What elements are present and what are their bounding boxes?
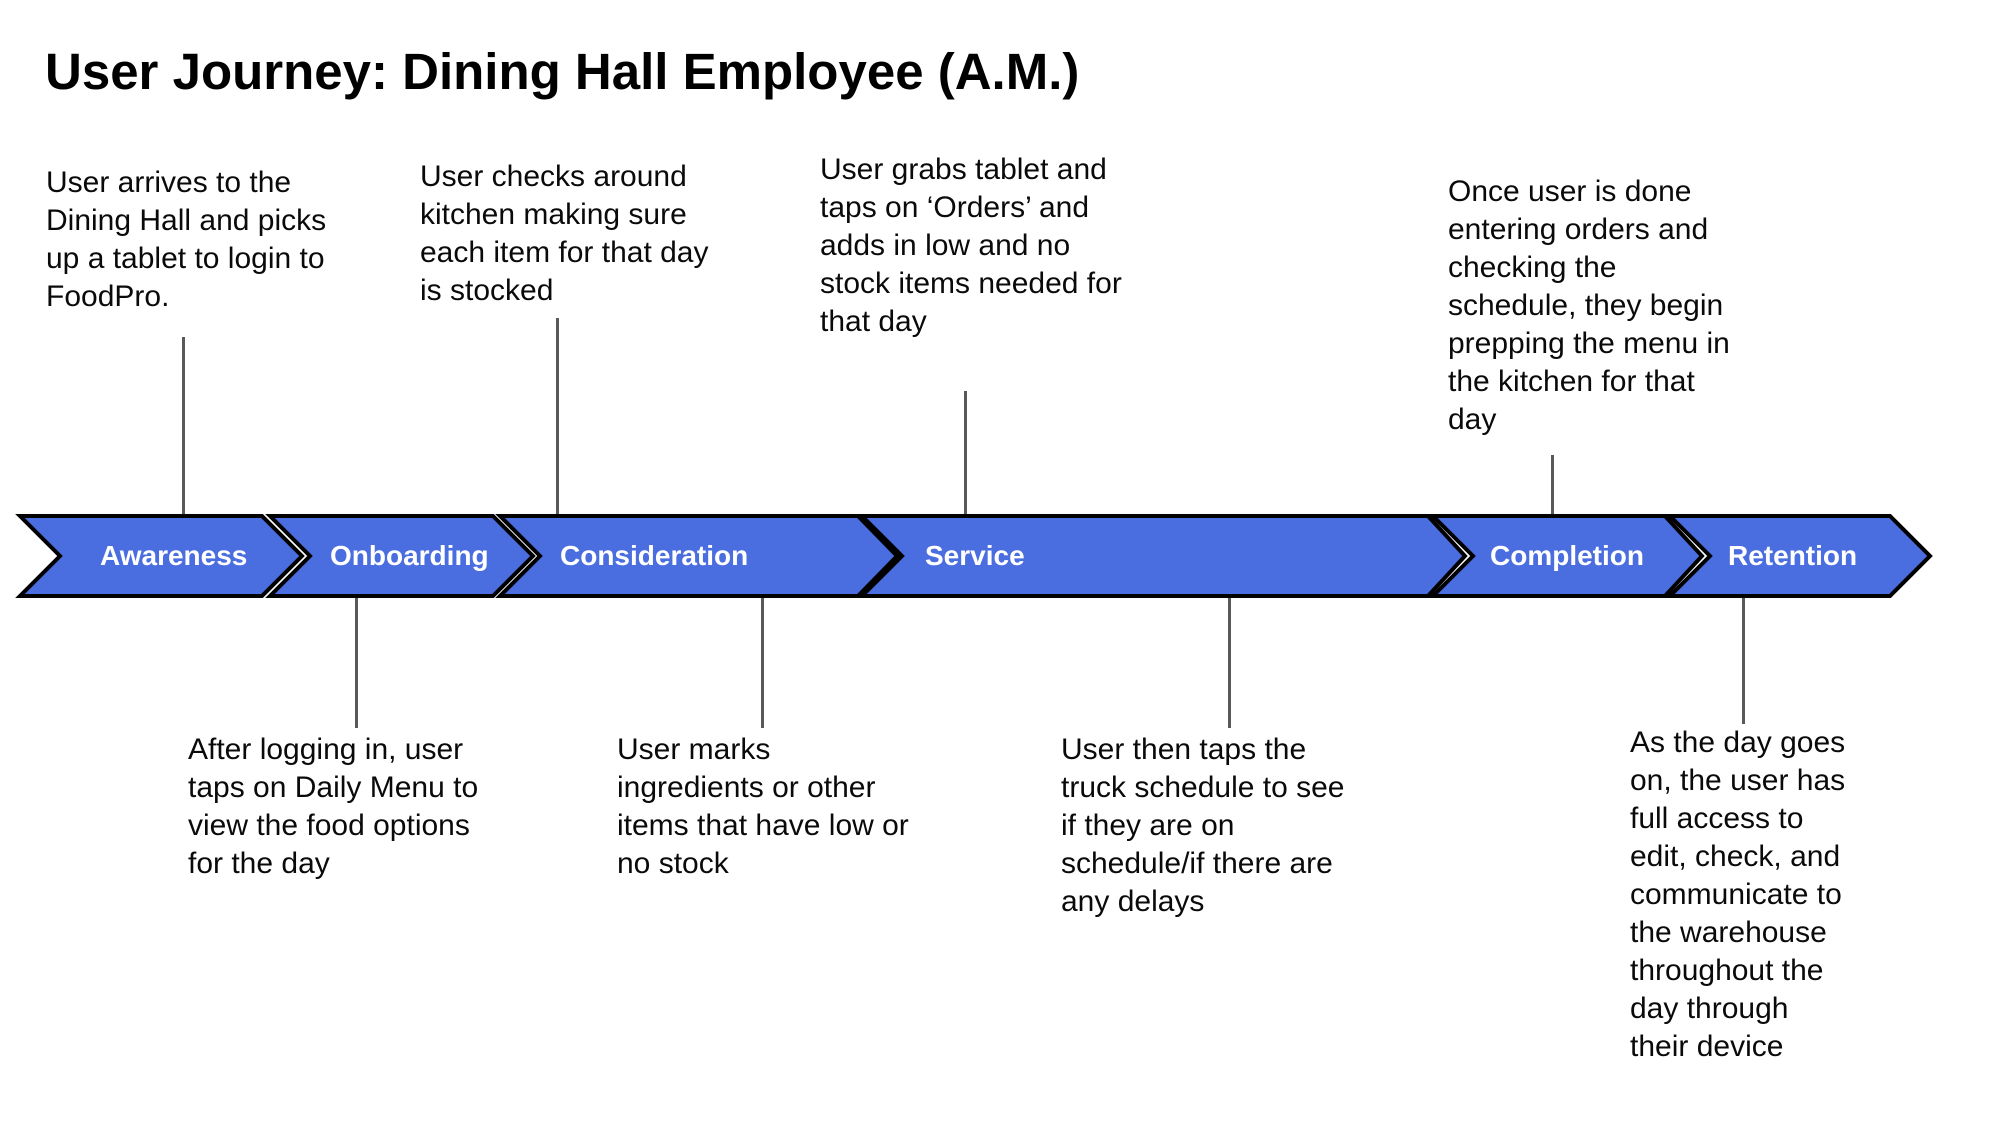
annotation-bottom-retention: As the day goes on, the user has full ac… xyxy=(1630,726,1846,1063)
stage-arrow-awareness xyxy=(15,514,305,598)
stage-label-onboarding: Onboarding xyxy=(330,540,489,571)
stage-arrow-completion xyxy=(1428,514,1705,598)
annotation-bottom-onboarding: After logging in, user taps on Daily Men… xyxy=(188,733,479,880)
connector-bottom-retention xyxy=(1742,596,1745,724)
connector-top-consideration xyxy=(556,318,559,516)
stage-arrow-retention xyxy=(1665,514,1933,598)
connector-bottom-consideration xyxy=(761,596,764,728)
connector-bottom-onboarding xyxy=(355,596,358,728)
journey-arrow-band xyxy=(15,514,1933,598)
connector-top-service xyxy=(964,391,967,516)
annotation-bottom-consideration: User marks ingredients or other items th… xyxy=(617,733,909,880)
connector-bottom-service xyxy=(1228,596,1231,728)
stage-arrow-service xyxy=(857,514,1468,598)
annotation-top-completion: Once user is done entering orders and ch… xyxy=(1448,175,1730,436)
annotation-top-service: User grabs tablet and taps on ‘Orders’ a… xyxy=(820,153,1122,338)
connector-top-awareness xyxy=(182,337,185,516)
stage-label-completion: Completion xyxy=(1490,540,1644,571)
connector-top-completion xyxy=(1551,455,1554,516)
stage-arrow-consideration xyxy=(495,514,900,598)
annotation-top-consideration: User checks around kitchen making sure e… xyxy=(420,160,709,307)
stage-label-service: Service xyxy=(925,540,1025,571)
annotation-top-awareness: User arrives to the Dining Hall and pick… xyxy=(46,166,327,313)
stage-label-retention: Retention xyxy=(1728,540,1858,571)
stage-arrow-onboarding xyxy=(265,514,536,598)
annotation-bottom-service: User then taps the truck schedule to see… xyxy=(1061,733,1345,918)
stage-label-awareness: Awareness xyxy=(100,540,248,571)
stage-label-consideration: Consideration xyxy=(560,540,749,571)
page-title: User Journey: Dining Hall Employee (A.M.… xyxy=(45,43,1080,100)
